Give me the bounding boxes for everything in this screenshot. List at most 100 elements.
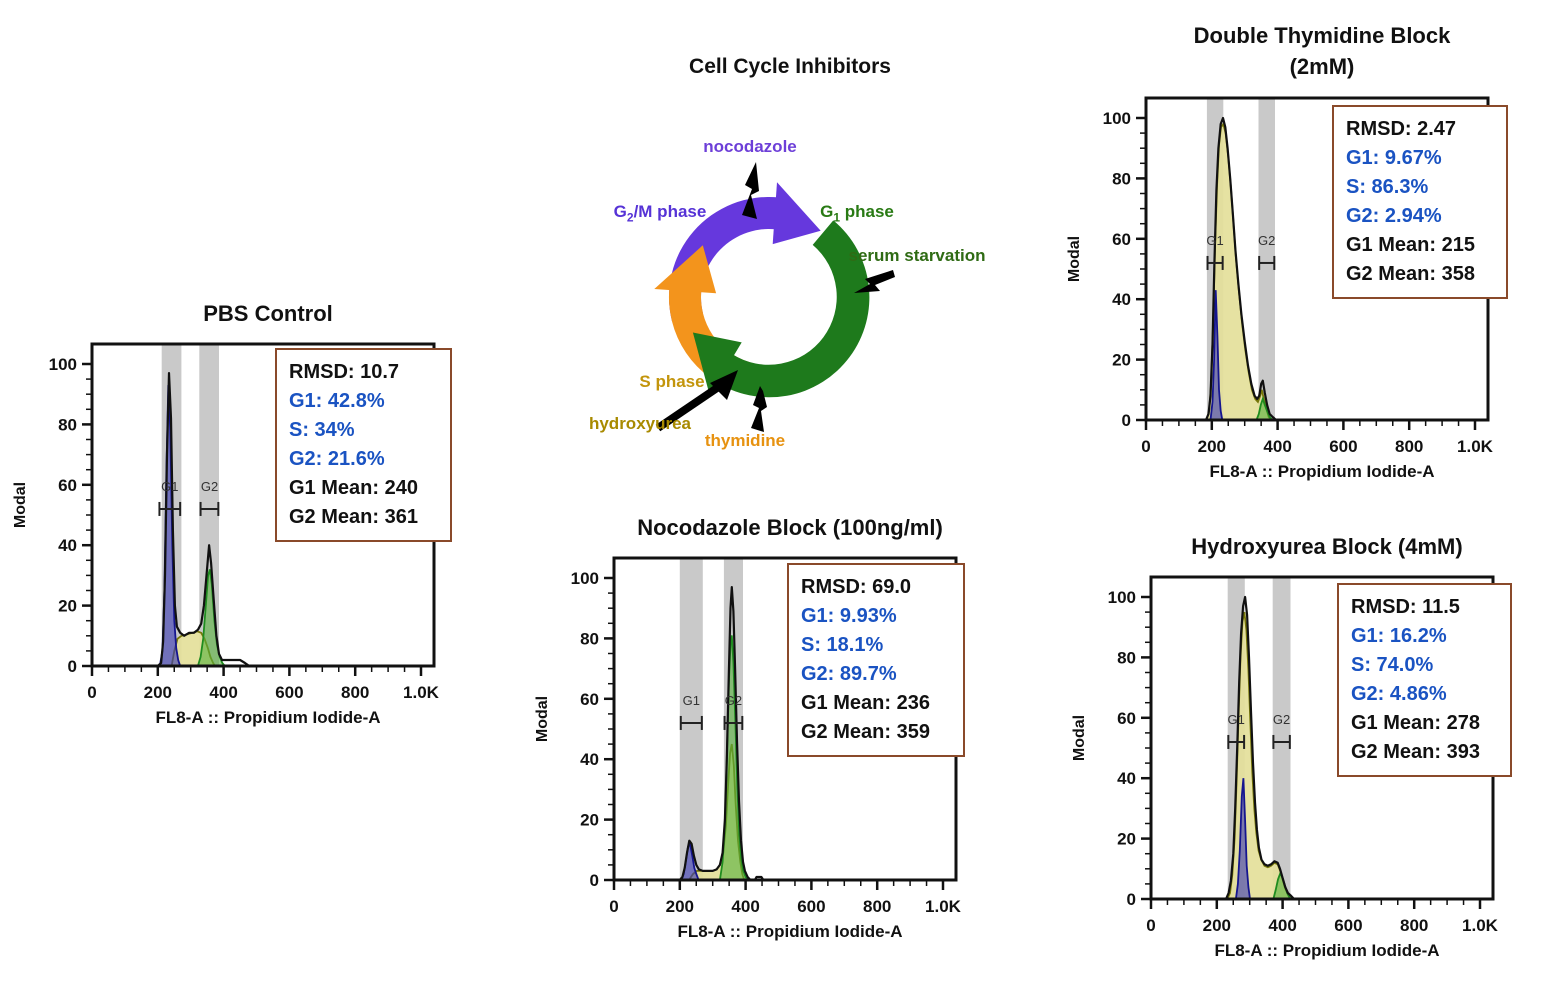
cell-cycle-ring-svg — [654, 162, 895, 432]
y-tick-label: 100 — [1103, 109, 1131, 128]
s-phase-arrowhead — [654, 245, 717, 294]
y-tick-label: 20 — [580, 811, 599, 830]
gate-label-g2: G2 — [1273, 712, 1290, 727]
x-tick-label: 0 — [87, 683, 96, 702]
gate-label-g1: G1 — [1228, 712, 1245, 727]
x-tick-label: 200 — [666, 897, 694, 916]
stat-row: G1 Mean: 215 — [1346, 234, 1475, 256]
x-tick-label: 0 — [609, 897, 618, 916]
y-tick-label: 100 — [571, 569, 599, 588]
y-tick-label: 80 — [1112, 169, 1131, 188]
stat-row: G2: 4.86% — [1351, 683, 1447, 705]
x-tick-label: 800 — [1400, 916, 1428, 935]
g2m-pre: G — [613, 202, 627, 221]
x-tick-label: 200 — [144, 683, 172, 702]
y-tick-label: 40 — [580, 750, 599, 769]
x-tick-label: 400 — [1268, 916, 1296, 935]
y-tick-label: 60 — [1112, 230, 1131, 249]
label-thymidine: thymidine — [704, 431, 786, 450]
x-tick-label: 0 — [1146, 916, 1155, 935]
stat-row: RMSD: 10.7 — [289, 361, 400, 383]
stat-row: RMSD: 69.0 — [801, 576, 912, 598]
plot-title-hu: Hydroxyurea Block (4mM) — [1191, 534, 1463, 559]
stat-row: G1: 42.8% — [289, 390, 385, 412]
gate-marker-g1 — [158, 501, 182, 516]
x-tick-label: 1.0K — [403, 683, 440, 702]
g1-arc-body — [714, 220, 870, 398]
stat-row: G2: 2.94% — [1346, 205, 1442, 227]
x-tick-label: 200 — [1198, 437, 1226, 456]
stat-row: G2 Mean: 358 — [1346, 263, 1475, 285]
curve-total-outline — [1151, 595, 1493, 899]
y-tick-label: 40 — [1112, 290, 1131, 309]
gate-band — [1272, 578, 1291, 898]
y-axis-label: Modal — [1066, 235, 1083, 283]
y-tick-label: 0 — [1127, 890, 1136, 909]
x-tick-label: 400 — [209, 683, 237, 702]
gate-marker-g2 — [1258, 255, 1276, 270]
x-tick-label: 800 — [1395, 437, 1423, 456]
plot-hydroxyurea-block: Hydroxyurea Block (4mM) Modal G1 G2 0 200 40… — [1065, 527, 1535, 961]
label-serum-starvation: serum starvation — [848, 246, 986, 265]
gate-marker-g1 — [679, 715, 703, 730]
g2m-sub: 2 — [626, 210, 634, 225]
y-tick-label: 20 — [58, 597, 77, 616]
y-tick-label: 80 — [58, 415, 77, 434]
stat-row: G1 Mean: 236 — [801, 692, 930, 714]
nocodazole-inhibitor-bolt — [742, 162, 759, 219]
g1-pre: G — [820, 202, 834, 221]
x-tick-label: 600 — [1334, 916, 1362, 935]
g2m-arrowhead — [772, 182, 821, 245]
x-axis-label: FL8-A :: Propidium Iodide-A — [1214, 941, 1440, 960]
y-tick-label: 100 — [1108, 588, 1136, 607]
y-tick-label: 80 — [1117, 648, 1136, 667]
stat-row: G2 Mean: 361 — [289, 506, 418, 528]
y-tick-label: 40 — [58, 536, 77, 555]
hydroxyurea-arrow-shaft — [655, 382, 723, 432]
stat-row: G2: 21.6% — [289, 448, 385, 470]
y-tick-label: 40 — [1117, 769, 1136, 788]
x-tick-label: 800 — [341, 683, 369, 702]
curve-g1-blue — [1234, 778, 1251, 899]
x-tick-label: 200 — [1203, 916, 1231, 935]
gate-band — [199, 345, 219, 665]
plot-title-noc: Nocodazole Block (100ng/ml) — [637, 515, 943, 540]
g2m-post: /M phase — [633, 202, 707, 221]
x-tick-label: 0 — [1141, 437, 1150, 456]
y-tick-label: 0 — [590, 871, 599, 890]
stat-row: RMSD: 2.47 — [1346, 118, 1457, 140]
diagram-title: Cell Cycle Inhibitors — [689, 55, 891, 78]
y-axis-label: Modal — [1071, 714, 1088, 762]
label-g2m-phase: G2/M phase — [580, 202, 740, 224]
x-tick-label: 600 — [275, 683, 303, 702]
label-nocodazole: nocodazole — [703, 137, 797, 156]
gate-label-g2: G2 — [201, 479, 218, 494]
x-tick-label: 1.0K — [1457, 437, 1494, 456]
g1-post: phase — [840, 202, 894, 221]
stat-row: G1: 16.2% — [1351, 625, 1447, 647]
curve-total-outline — [92, 372, 434, 666]
stat-row: G2: 89.7% — [801, 663, 897, 685]
plot-title-dtb-line2: (2mM) — [1289, 54, 1355, 79]
y-tick-label: 20 — [1112, 351, 1131, 370]
x-tick-label: 600 — [797, 897, 825, 916]
y-axis-label: Modal — [534, 695, 551, 743]
serum-starvation-inhibitor-bolt — [854, 270, 895, 293]
y-tick-label: 100 — [49, 355, 77, 374]
stat-row: G1 Mean: 278 — [1351, 712, 1480, 734]
stat-row: S: 74.0% — [1351, 654, 1434, 676]
stat-row: G1: 9.93% — [801, 605, 897, 627]
g1-sub: 1 — [833, 210, 841, 225]
gate-label-g1: G1 — [1206, 233, 1223, 248]
y-tick-label: 0 — [1122, 411, 1131, 430]
x-tick-label: 600 — [1329, 437, 1357, 456]
hydroxyurea-arrowhead — [710, 370, 738, 400]
